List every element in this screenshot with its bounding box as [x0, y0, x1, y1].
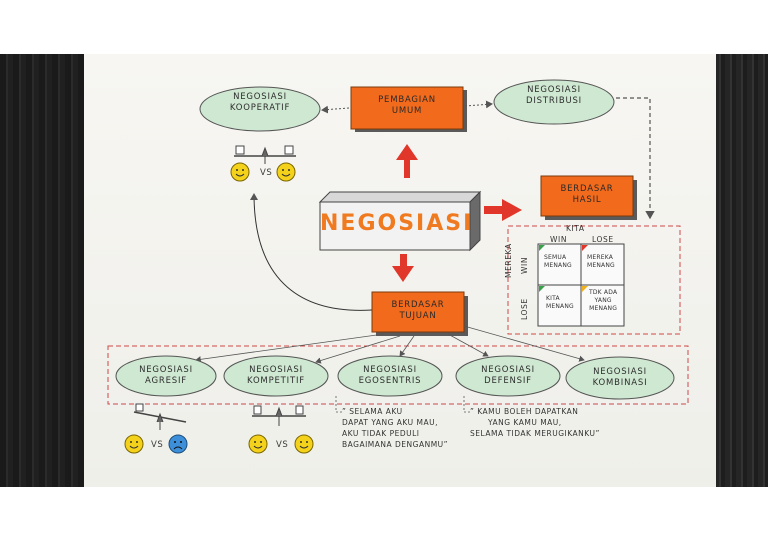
row-header-lose: LOSE — [520, 298, 529, 320]
quote-egosentris: ” SELAMA AKU DAPAT YANG AKU MAU, AKU TID… — [342, 407, 449, 449]
desk-left — [0, 54, 84, 487]
ellipse-agresif — [115, 355, 217, 397]
ellipse-kompetitif — [223, 355, 329, 397]
curve-arrow-kooperatif — [250, 193, 373, 311]
arrow-kompetitif — [315, 335, 401, 364]
red-arrow-down — [392, 254, 414, 282]
arrow-egosentris — [399, 335, 415, 357]
dashed-region-hasil — [507, 225, 681, 335]
photo-frame: VS — [0, 54, 768, 487]
sad-face-icon — [168, 434, 188, 454]
quote-arrow-defensif — [463, 396, 470, 413]
arrow-kombinasi — [463, 325, 585, 362]
win-lose-grid — [537, 243, 625, 327]
red-arrow-up — [396, 144, 418, 178]
balance-scale-icon — [252, 405, 306, 426]
box-pembagian — [350, 86, 464, 130]
col-header-lose: LOSE — [592, 235, 614, 244]
happy-face-icon — [294, 434, 314, 454]
mindmap-drawing: VS — [107, 79, 689, 454]
axis-mereka: MEREKA — [504, 243, 513, 278]
dashed-region-tujuan — [107, 345, 689, 405]
happy-face-icon — [248, 434, 268, 454]
ellipse-distribusi — [493, 79, 615, 125]
ellipse-egosentris — [337, 355, 443, 397]
red-arrow-right — [484, 199, 522, 221]
balance-scale-icon — [133, 403, 187, 430]
title-box — [318, 190, 482, 252]
happy-face-icon — [276, 162, 296, 182]
row-header-win: WIN — [520, 256, 529, 274]
box-hasil — [540, 175, 634, 217]
happy-face-icon — [230, 162, 250, 182]
vs-text: VS — [276, 440, 288, 450]
arrow-defensif — [447, 333, 489, 357]
page-title: NEGOSIASI — [320, 211, 474, 236]
arrow-to-distribusi — [464, 100, 493, 109]
vs-text: VS — [260, 168, 272, 178]
quote-arrow-egosentris — [335, 396, 342, 413]
quote-defensif: ” KAMU BOLEH DAPATKAN YANG KAMU MAU, SEL… — [470, 407, 600, 438]
desk-right — [714, 54, 768, 487]
axis-kita: KITA — [566, 224, 585, 233]
col-header-win: WIN — [550, 235, 568, 244]
balance-scale-icon — [234, 145, 296, 164]
happy-face-icon — [124, 434, 144, 454]
arrow-to-kooperatif — [321, 105, 350, 114]
paper-sheet: VS — [84, 54, 716, 487]
ellipse-defensif — [455, 355, 561, 397]
box-tujuan — [371, 291, 465, 333]
ellipse-kombinasi — [565, 356, 675, 400]
dashed-arrow-hasil — [616, 97, 655, 220]
arrow-agresif — [195, 333, 385, 363]
vs-text: VS — [151, 440, 163, 450]
ellipse-kooperatif — [199, 86, 321, 132]
